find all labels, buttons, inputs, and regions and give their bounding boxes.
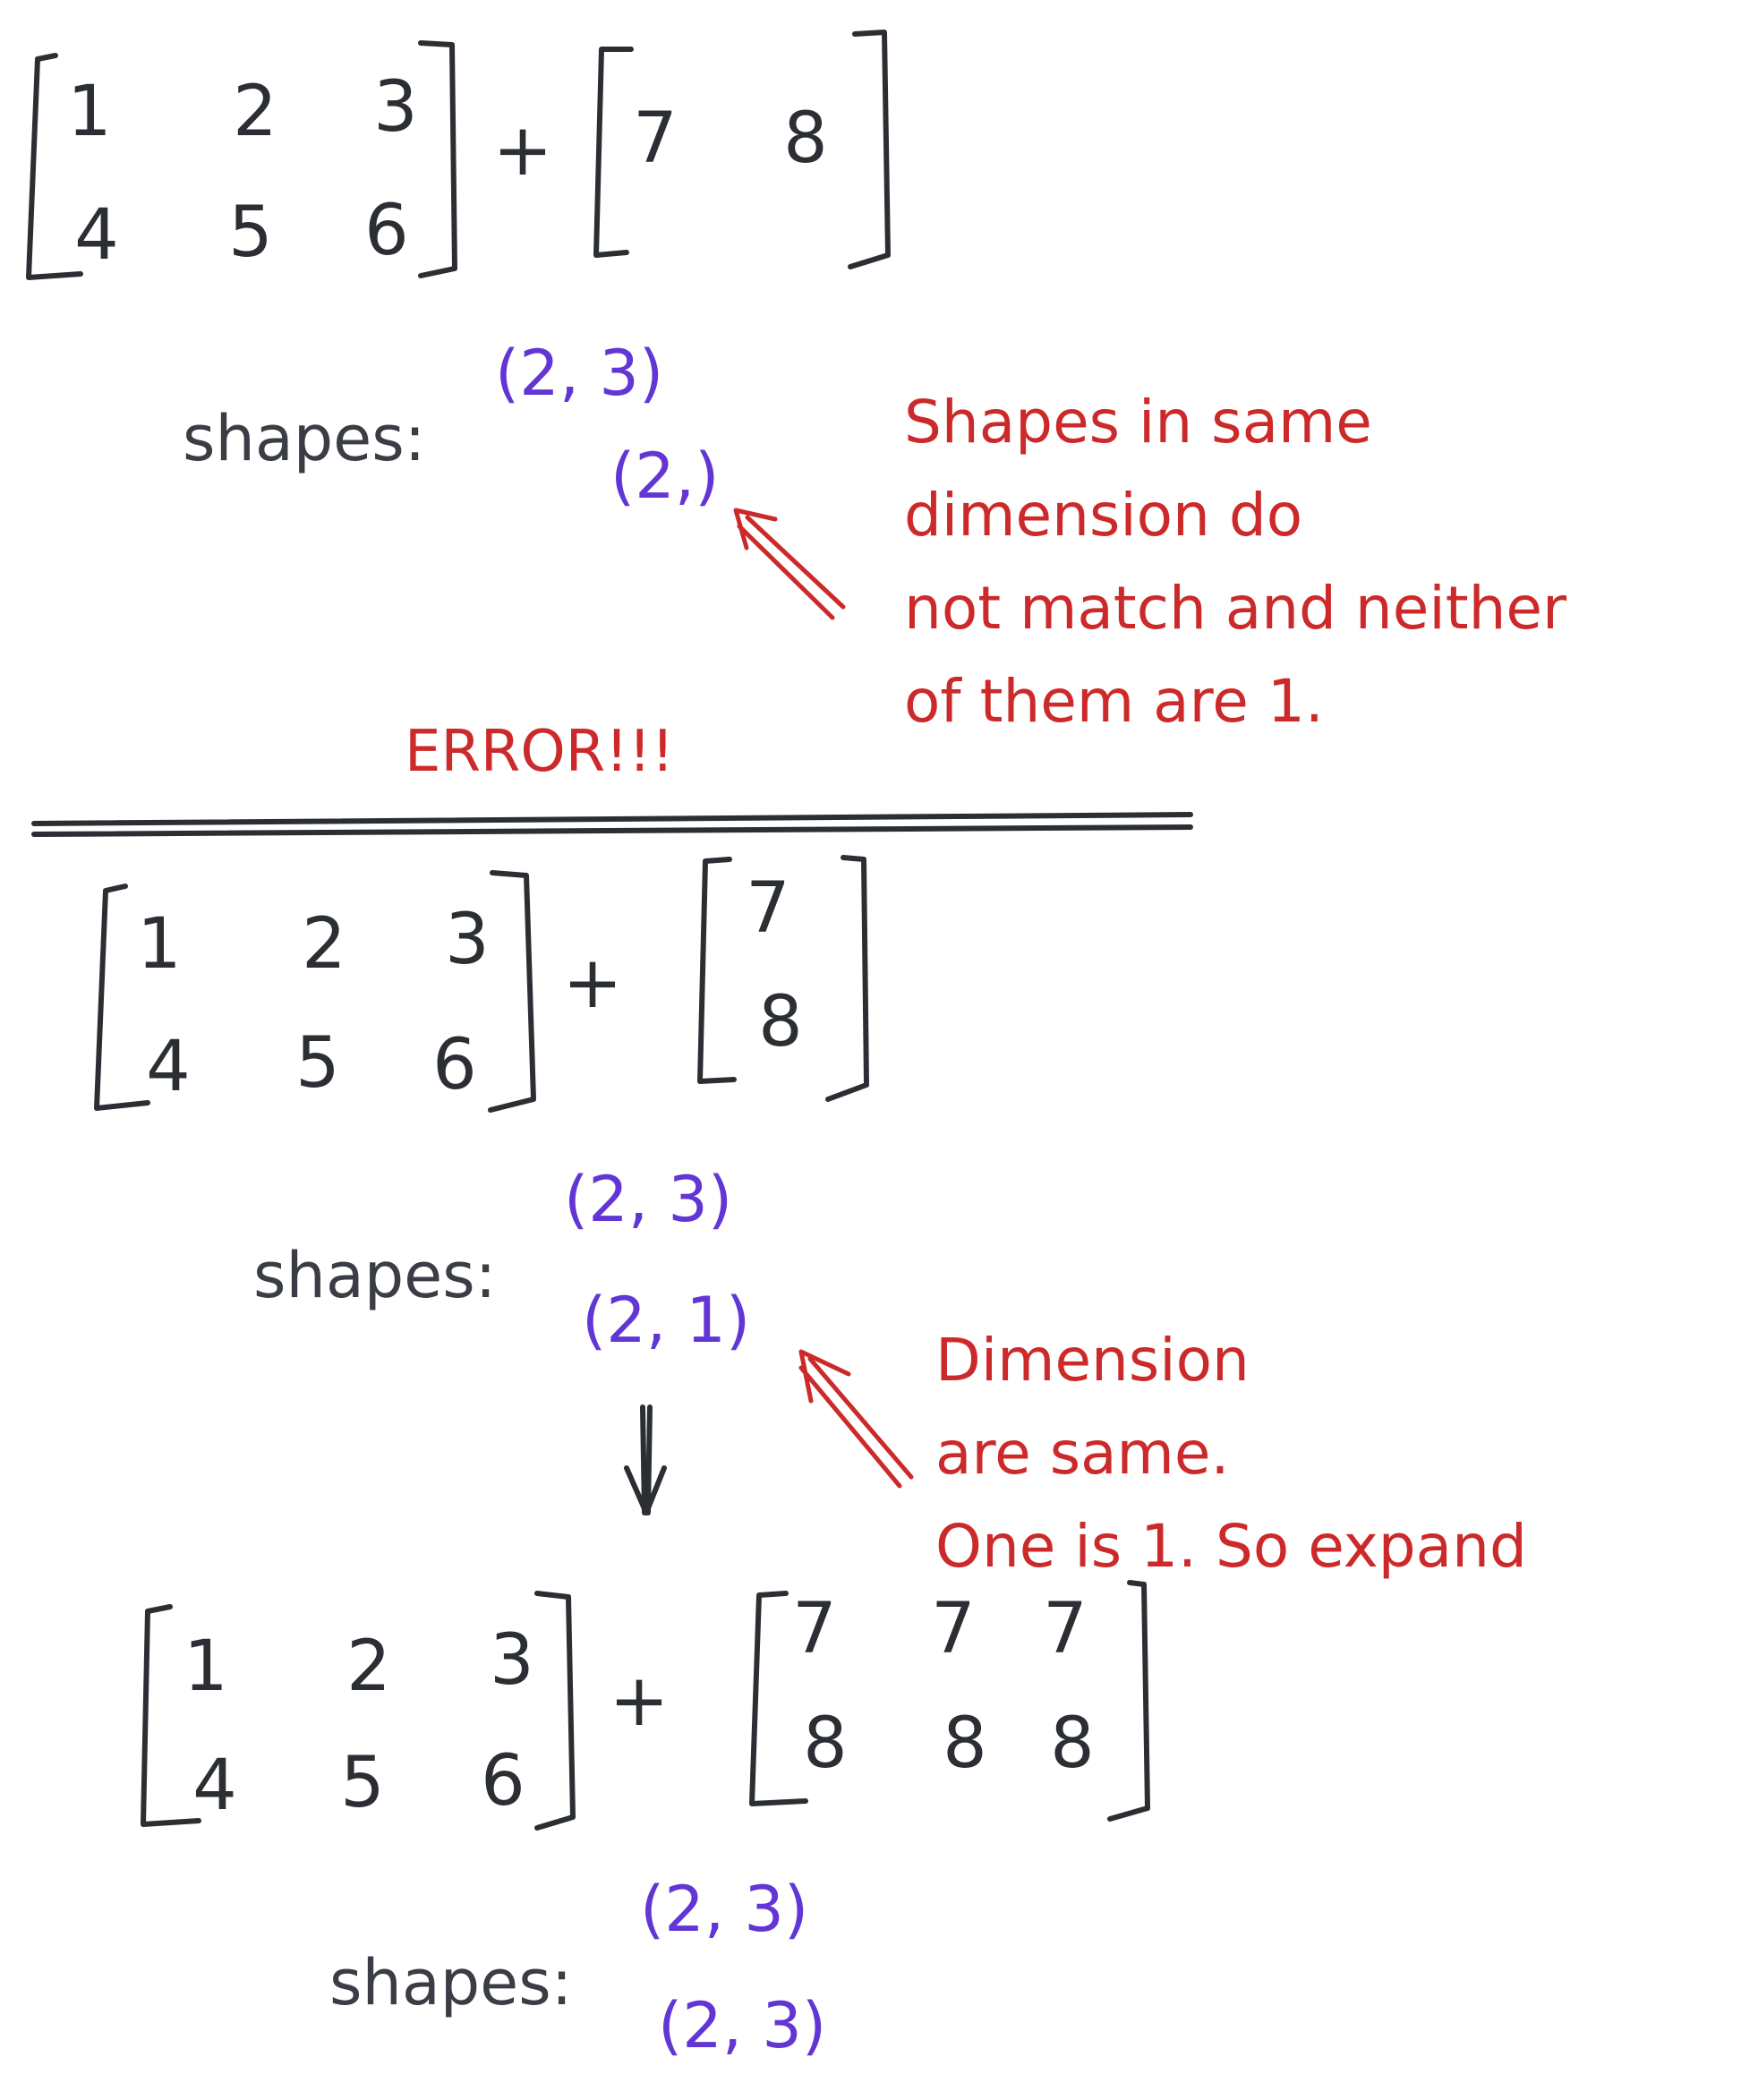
note-line: of them are 1. <box>904 667 1324 736</box>
bracket-left-icon <box>697 857 737 1084</box>
matrix-b-cell: 7 <box>792 1589 837 1669</box>
arrow-icon <box>737 524 835 620</box>
matrix-a-cell: 2 <box>346 1626 391 1707</box>
matrix-a-cell: 6 <box>481 1741 525 1822</box>
matrix-b-cell: 7 <box>633 98 678 179</box>
divider-line <box>31 812 1193 826</box>
note-line: dimension do <box>904 481 1303 550</box>
shape-tuple-a: (2, 3) <box>495 337 664 410</box>
down-arrow-icon <box>624 1465 667 1515</box>
matrix-b-cell: 8 <box>783 98 828 179</box>
annotation-note-2: Dimension are same. One is 1. So expand <box>935 1314 1527 1593</box>
shapes-label: shapes: <box>183 402 426 475</box>
shape-tuple-b: (2, 3) <box>658 1989 827 2062</box>
matrix-a-cell: 5 <box>228 192 273 273</box>
annotation-note-1: Shapes in same dimension do not match an… <box>904 376 1566 748</box>
shapes-label: shapes: <box>253 1239 497 1312</box>
matrix-a-cell: 6 <box>432 1025 477 1105</box>
matrix-a-cell: 3 <box>373 67 418 148</box>
note-line: not match and neither <box>904 574 1567 643</box>
arrow-icon <box>798 1365 902 1489</box>
down-arrow-icon <box>640 1404 647 1515</box>
note-line: are same. <box>935 1419 1230 1488</box>
bracket-right-icon <box>848 30 891 269</box>
bracket-right-icon <box>488 870 536 1113</box>
matrix-b-cell: 7 <box>931 1589 976 1669</box>
shapes-label: shapes: <box>329 1946 573 2019</box>
bracket-left-icon <box>593 47 634 258</box>
matrix-a-cell: 3 <box>445 900 490 980</box>
note-line: Shapes in same <box>904 388 1372 457</box>
matrix-b-cell: 7 <box>746 868 790 949</box>
matrix-a-cell: 4 <box>192 1746 237 1826</box>
matrix-a-cell: 6 <box>364 191 409 271</box>
matrix-b-cell: 8 <box>803 1703 848 1784</box>
matrix-a-cell: 5 <box>295 1023 340 1104</box>
plus-sign: + <box>492 108 553 192</box>
shape-tuple-b: (2,) <box>610 440 720 513</box>
note-line: One is 1. So expand <box>935 1512 1527 1581</box>
arrow-icon <box>798 1349 851 1404</box>
divider-line <box>31 824 1193 837</box>
matrix-a-cell: 4 <box>146 1027 191 1107</box>
bracket-right-icon <box>534 1591 576 1831</box>
bracket-right-icon <box>1107 1580 1150 1822</box>
error-label: ERROR!!! <box>405 719 675 785</box>
matrix-b-cell: 7 <box>1043 1589 1088 1669</box>
matrix-a-cell: 2 <box>233 72 277 152</box>
matrix-a-cell: 1 <box>183 1626 228 1707</box>
matrix-a-cell: 1 <box>67 72 112 152</box>
arrow-icon <box>733 508 778 551</box>
matrix-a-cell: 1 <box>137 904 182 985</box>
note-line: Dimension <box>935 1326 1250 1395</box>
matrix-a-cell: 2 <box>302 904 346 985</box>
down-arrow-icon <box>645 1404 653 1515</box>
matrix-b-cell: 8 <box>1050 1703 1095 1784</box>
matrix-a-cell: 3 <box>490 1620 534 1701</box>
plus-sign: + <box>609 1659 670 1742</box>
matrix-a-cell: 4 <box>74 195 119 276</box>
matrix-b-cell: 8 <box>943 1703 987 1784</box>
shape-tuple-a: (2, 3) <box>640 1873 809 1946</box>
matrix-b-cell: 8 <box>758 982 803 1063</box>
shape-tuple-a: (2, 3) <box>564 1163 733 1236</box>
shape-tuple-b: (2, 1) <box>582 1284 751 1357</box>
bracket-right-icon <box>825 855 869 1102</box>
plus-sign: + <box>562 941 623 1024</box>
arrow-icon <box>807 1356 914 1480</box>
bracket-right-icon <box>418 40 457 278</box>
matrix-a-cell: 5 <box>340 1743 385 1823</box>
arrow-icon <box>745 515 846 610</box>
